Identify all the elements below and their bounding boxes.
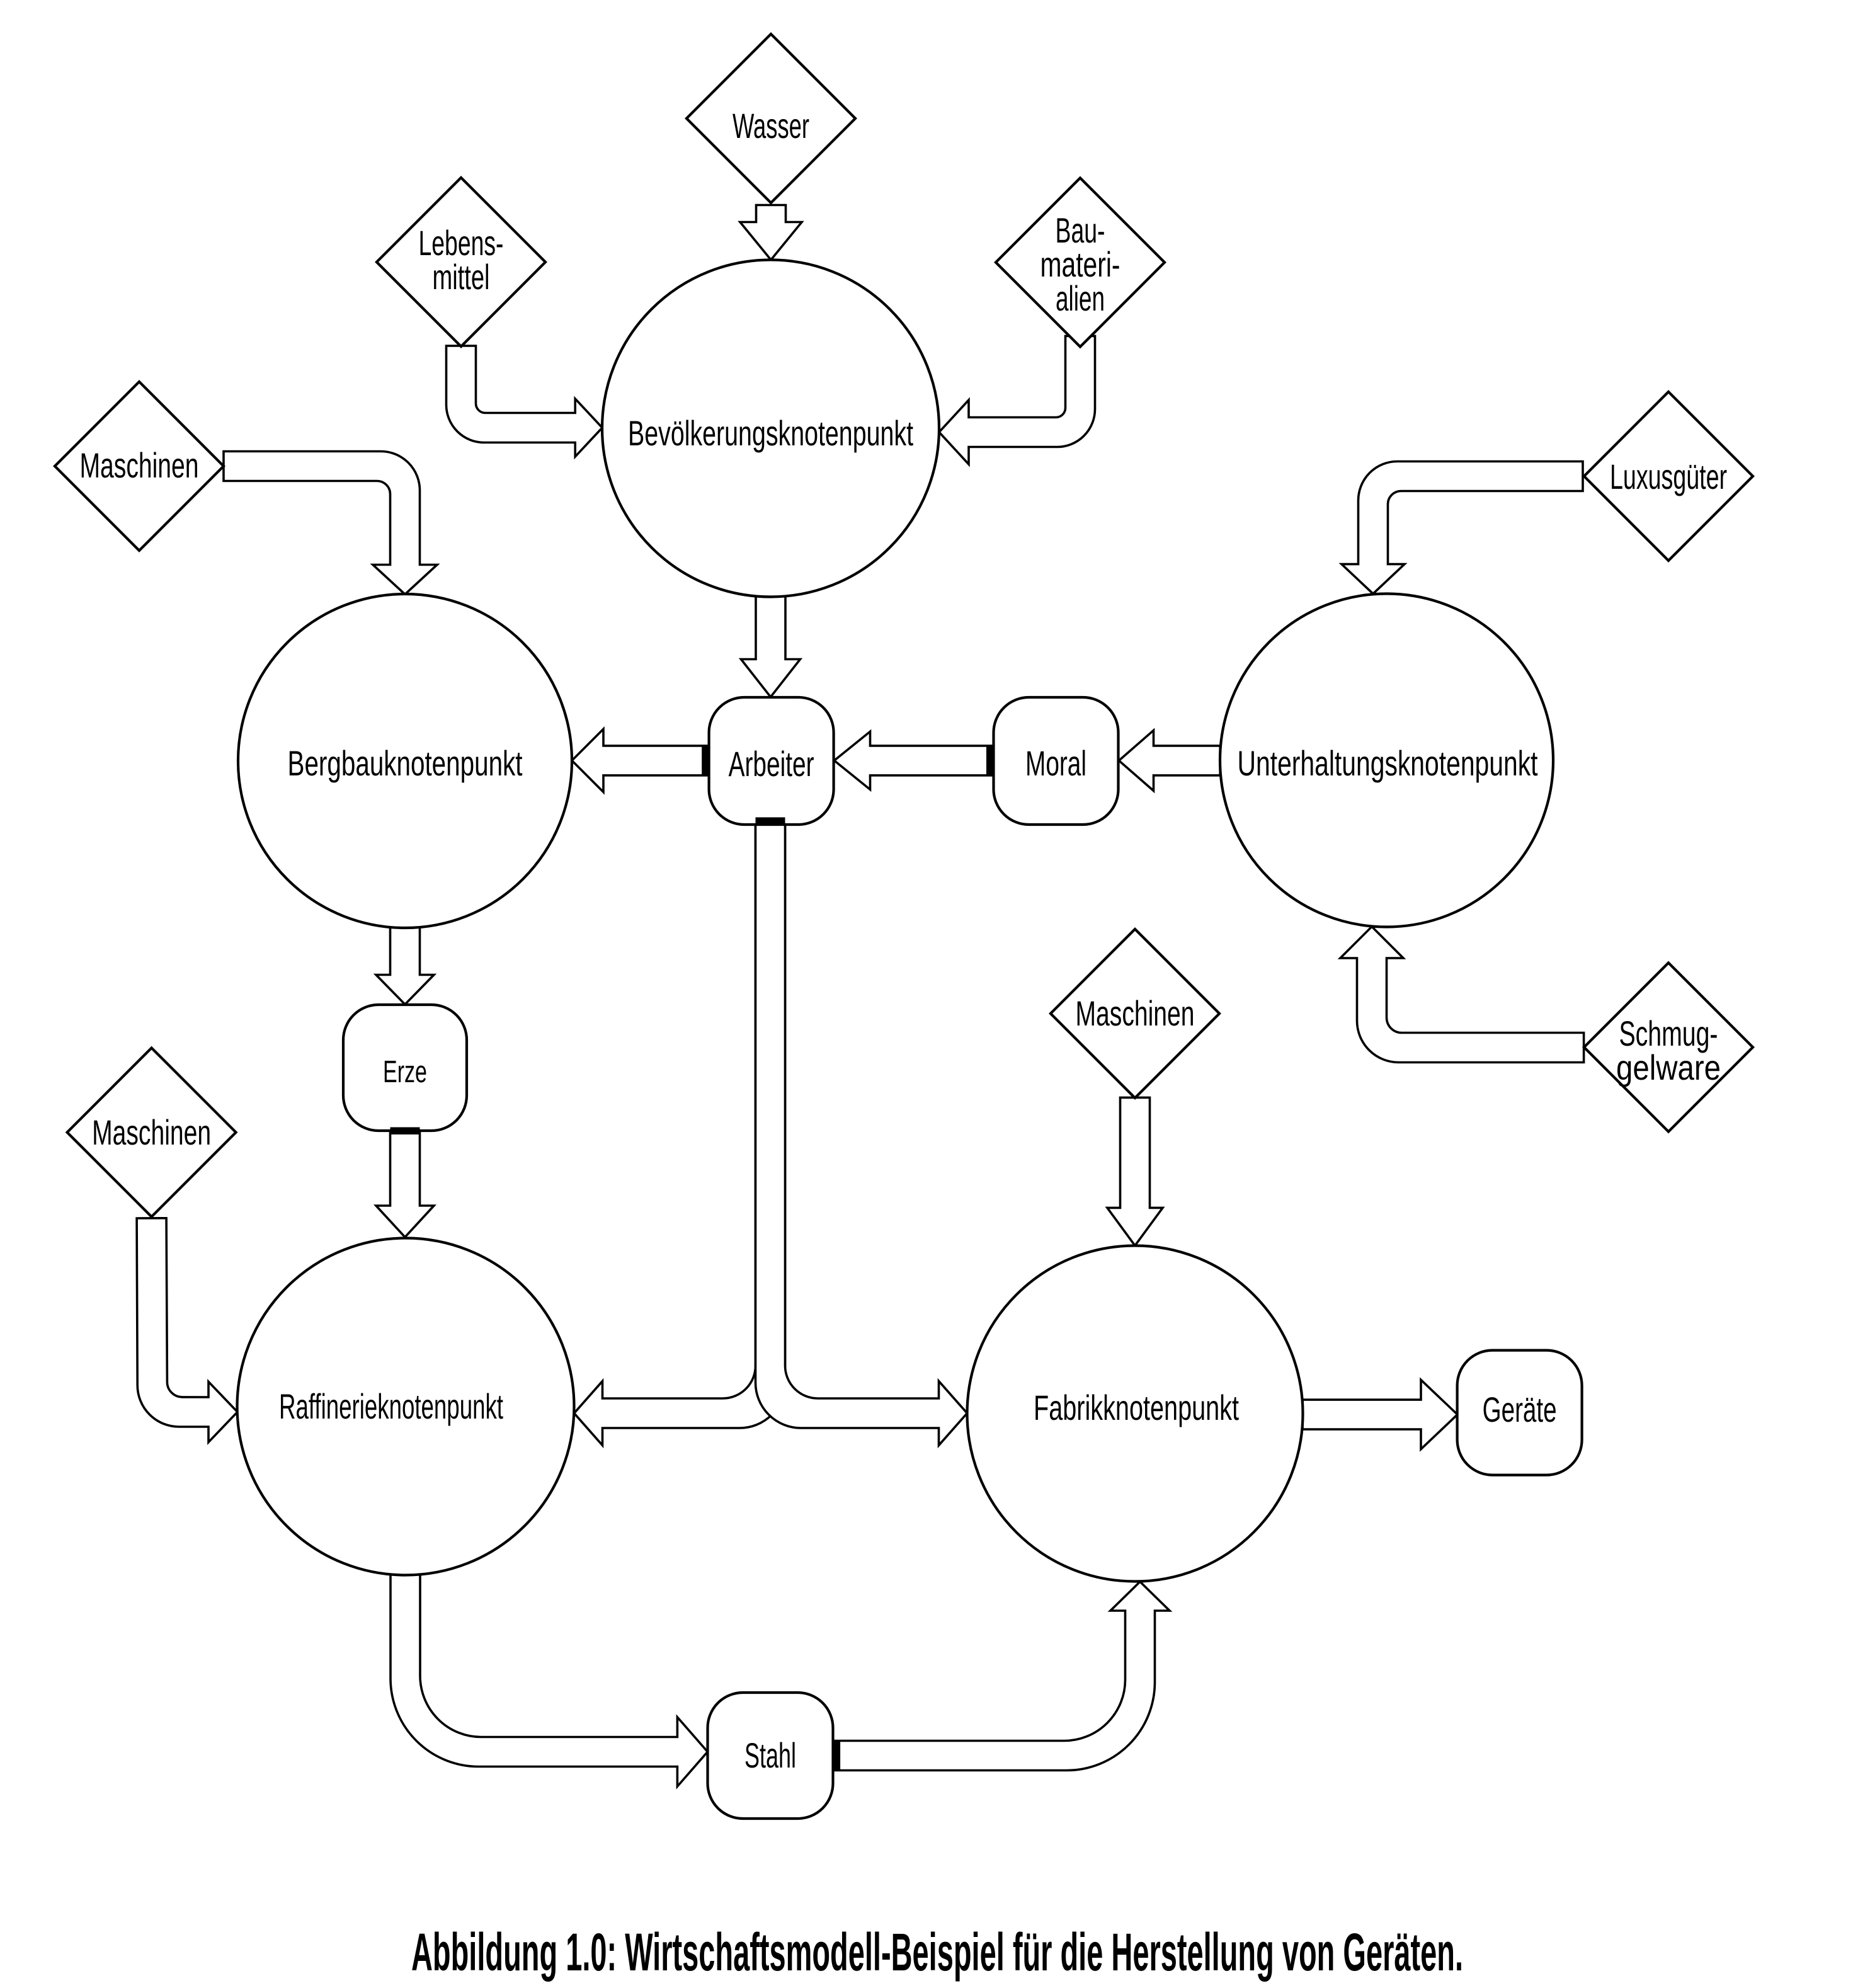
- svg-text:Maschinen: Maschinen: [92, 1112, 211, 1152]
- svg-text:Fabrikknotenpunkt: Fabrikknotenpunkt: [1034, 1388, 1239, 1427]
- svg-text:Unterhaltungsknotenpunkt: Unterhaltungsknotenpunkt: [1238, 743, 1538, 783]
- svg-text:Geräte: Geräte: [1483, 1390, 1557, 1429]
- svg-text:Bergbauknotenpunkt: Bergbauknotenpunkt: [288, 743, 523, 783]
- svg-text:Moral: Moral: [1025, 743, 1086, 783]
- svg-text:Lebens-: Lebens-: [419, 223, 504, 263]
- svg-text:gelware: gelware: [1616, 1048, 1721, 1087]
- svg-text:Maschinen: Maschinen: [80, 445, 199, 485]
- svg-text:materi-: materi-: [1040, 244, 1120, 284]
- svg-text:Schmug-: Schmug-: [1619, 1014, 1718, 1053]
- svg-text:Bevölkerungsknotenpunkt: Bevölkerungsknotenpunkt: [628, 413, 913, 453]
- svg-text:Abbildung 1.0: Wirtschaftsmode: Abbildung 1.0: Wirtschaftsmodell-Beispie…: [411, 1922, 1463, 1982]
- svg-text:Arbeiter: Arbeiter: [729, 744, 814, 784]
- svg-text:Erze: Erze: [383, 1055, 427, 1089]
- svg-text:Bau-: Bau-: [1056, 210, 1105, 250]
- svg-text:Wasser: Wasser: [733, 106, 809, 146]
- svg-text:mittel: mittel: [433, 257, 490, 297]
- svg-text:Stahl: Stahl: [744, 1735, 796, 1775]
- svg-text:Maschinen: Maschinen: [1076, 993, 1195, 1033]
- svg-text:alien: alien: [1056, 278, 1105, 318]
- svg-text:Raffinerieknotenpunkt: Raffinerieknotenpunkt: [279, 1386, 503, 1426]
- svg-text:Luxusgüter: Luxusgüter: [1610, 457, 1727, 496]
